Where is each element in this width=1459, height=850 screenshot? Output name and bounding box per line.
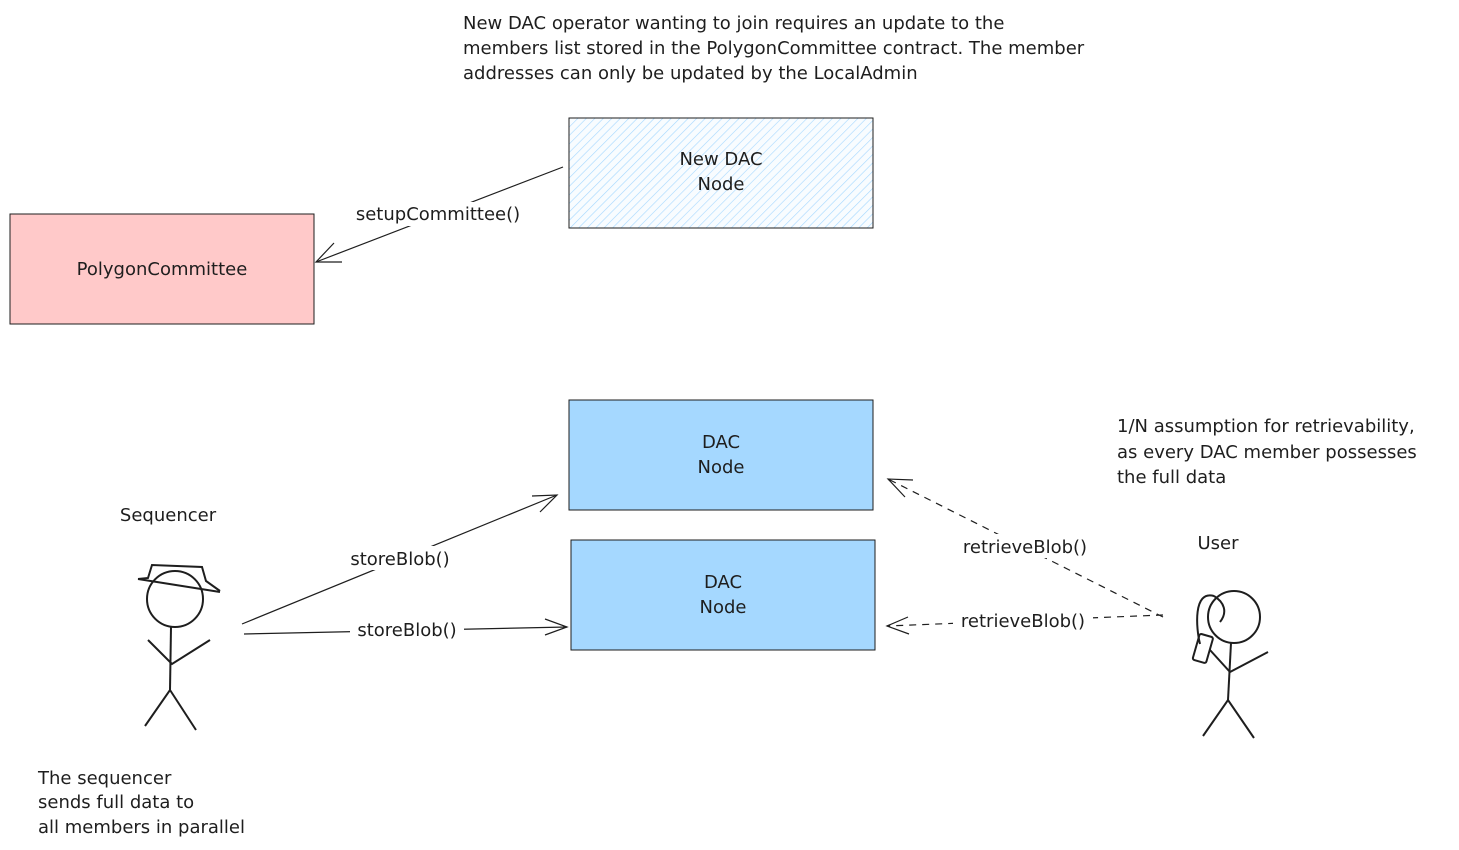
retrieve-blob-1-label: retrieveBlob() — [963, 537, 1087, 558]
new-dac-node[interactable]: New DAC Node — [568, 117, 874, 229]
setup-committee-label: setupCommittee() — [356, 204, 520, 225]
retrieve-blob-2-label-bg — [953, 608, 1093, 632]
retrieve-blob-1-label-bg — [955, 534, 1095, 558]
dac-node-2-label-line-1: DAC — [704, 572, 742, 593]
setup-committee-edge[interactable]: setupCommittee() — [314, 166, 564, 263]
retrieve-blob-2-arrowhead — [885, 616, 910, 635]
top-note-line-1: New DAC operator wanting to join require… — [463, 13, 1004, 34]
dac-node-1-box[interactable] — [568, 399, 874, 511]
setup-committee-label-bg — [352, 202, 524, 226]
sequencer-arms — [147, 639, 211, 666]
polygon-committee-node[interactable]: PolygonCommittee — [9, 213, 315, 325]
polygon-committee-label: PolygonCommittee — [77, 259, 248, 280]
user-stick-figure-icon — [1191, 590, 1269, 739]
sequencer-actor[interactable]: Sequencer — [120, 505, 221, 731]
user-note-line-2: as every DAC member possesses — [1117, 442, 1417, 463]
sequencer-note-line-1: The sequencer — [37, 768, 172, 789]
sequencer-hat-brim — [137, 563, 221, 592]
dac-node-2[interactable]: DAC Node — [570, 539, 876, 651]
sequencer-head — [146, 570, 204, 628]
store-blob-1-label: storeBlob() — [350, 549, 449, 570]
sequencer-label: Sequencer — [120, 505, 217, 526]
store-blob-1-arrowhead — [531, 494, 559, 513]
sequencer-hat-band — [137, 578, 221, 593]
sequencer-stick-figure-icon — [137, 563, 221, 731]
store-blob-2-label: storeBlob() — [357, 620, 456, 641]
retrieve-blob-1-arrowhead — [886, 478, 914, 498]
top-note-line-3: addresses can only be updated by the Loc… — [463, 63, 918, 84]
polygon-committee-box[interactable] — [9, 213, 315, 325]
dac-node-1-label-line-2: Node — [698, 457, 745, 478]
dac-node-2-box[interactable] — [570, 539, 876, 651]
new-dac-node-label-line-1: New DAC — [679, 149, 762, 170]
dac-node-1-label-line-1: DAC — [702, 432, 740, 453]
sequencer-legs — [144, 688, 197, 731]
store-blob-2-arrowhead — [544, 618, 569, 636]
top-note: New DAC operator wanting to join require… — [463, 13, 1085, 84]
retrieve-blob-edge-1[interactable]: retrieveBlob() — [886, 478, 1164, 618]
user-actor[interactable]: User — [1191, 533, 1269, 739]
sequencer-note-line-2: sends full data to — [38, 792, 194, 813]
user-phone-icon — [1191, 633, 1214, 664]
setup-committee-arrowhead — [314, 242, 342, 263]
dac-node-2-label-line-2: Node — [700, 597, 747, 618]
user-label: User — [1197, 533, 1239, 554]
top-note-line-2: members list stored in the PolygonCommit… — [463, 38, 1085, 59]
sequencer-body — [169, 626, 172, 691]
user-head — [1207, 590, 1261, 644]
store-blob-2-label-bg — [350, 618, 464, 642]
store-blob-edge-1[interactable]: storeBlob() — [241, 494, 559, 625]
sequencer-note-line-3: all members in parallel — [38, 817, 245, 838]
user-legs — [1202, 698, 1255, 739]
user-note-line-1: 1/N assumption for retrievability, — [1117, 416, 1415, 437]
user-note: 1/N assumption for retrievability, as ev… — [1117, 416, 1417, 488]
retrieve-blob-edge-2[interactable]: retrieveBlob() — [885, 608, 1164, 635]
store-blob-1-label-bg — [343, 546, 457, 570]
user-note-line-3: the full data — [1117, 467, 1226, 488]
new-dac-node-label-line-2: Node — [698, 174, 745, 195]
retrieve-blob-2-label: retrieveBlob() — [961, 611, 1085, 632]
user-arms — [1209, 649, 1269, 674]
sequencer-note: The sequencer sends full data to all mem… — [37, 768, 245, 838]
store-blob-edge-2[interactable]: storeBlob() — [243, 618, 569, 642]
dac-node-1[interactable]: DAC Node — [568, 399, 874, 511]
new-dac-node-box[interactable] — [568, 117, 874, 229]
